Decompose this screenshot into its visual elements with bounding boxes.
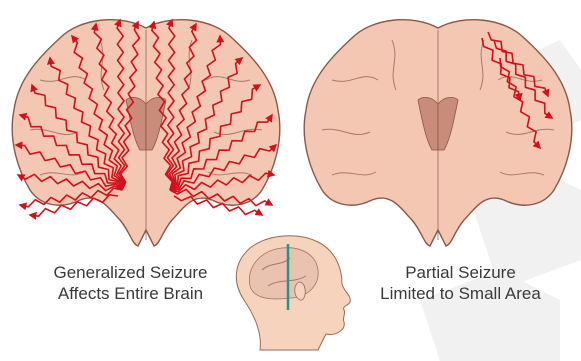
caption-partial-line1: Partial Seizure: [348, 262, 573, 283]
head-inset: [236, 236, 350, 350]
caption-generalized-line2: Affects Entire Brain: [18, 283, 243, 304]
caption-generalized: Generalized Seizure Affects Entire Brain: [18, 262, 243, 304]
caption-partial-line2: Limited to Small Area: [348, 283, 573, 304]
caption-partial: Partial Seizure Limited to Small Area: [348, 262, 573, 304]
caption-generalized-line1: Generalized Seizure: [18, 262, 243, 283]
